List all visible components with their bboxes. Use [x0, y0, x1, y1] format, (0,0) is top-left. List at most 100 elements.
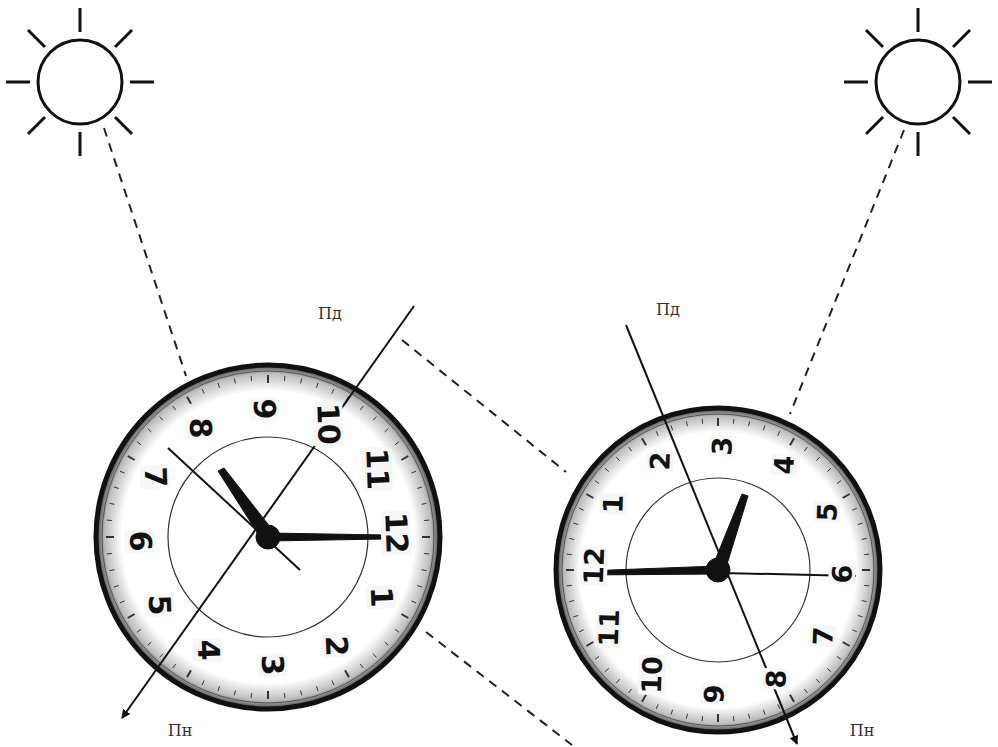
minute-tick [852, 508, 857, 510]
minute-tick [114, 487, 119, 489]
minute-tick [827, 668, 831, 671]
minute-tick [569, 601, 574, 602]
minute-tick [411, 471, 416, 473]
minute-tick [284, 376, 286, 381]
minute-tick [569, 538, 574, 539]
minute-tick [702, 716, 704, 721]
minute-tick [120, 471, 125, 473]
minute-tick [573, 615, 578, 617]
minute-tick [422, 503, 427, 504]
minute-tick [317, 686, 319, 691]
minute-tick [120, 601, 125, 603]
minute-tick [401, 614, 408, 618]
minute-tick [251, 693, 253, 698]
minute-tick [251, 376, 253, 381]
minute-tick [107, 520, 112, 522]
minute-tick [360, 664, 363, 668]
minute-tick [864, 554, 869, 556]
minute-tick [110, 503, 115, 504]
minute-tick [827, 468, 831, 471]
minute-tick [778, 431, 780, 436]
minute-tick [234, 691, 235, 696]
minute-tick [595, 656, 599, 659]
minute-tick [586, 642, 593, 646]
tick-ring [566, 418, 870, 722]
minute-tick [267, 375, 269, 383]
minute-tick [411, 601, 416, 603]
minute-tick [778, 704, 780, 709]
watch-hands [584, 494, 856, 582]
minute-tick [202, 680, 204, 685]
minute-tick [114, 586, 119, 588]
minute-tick [616, 679, 619, 683]
dial-numeral: 3 [708, 435, 736, 457]
minute-tick [187, 670, 191, 677]
minute-tick [332, 389, 334, 394]
minute-tick [816, 457, 819, 461]
minute-tick [417, 586, 422, 588]
minute-tick [843, 494, 850, 498]
dial-numeral: 10 [312, 402, 344, 447]
minute-tick [317, 383, 319, 388]
minute-tick [749, 714, 750, 719]
dial-numeral: 7 [140, 465, 171, 489]
minute-tick [187, 397, 191, 404]
minute-tick [671, 710, 673, 715]
dial-numeral: 9 [700, 683, 728, 705]
minute-tick [733, 419, 735, 424]
minute-tick [137, 442, 141, 445]
minute-tick [852, 630, 857, 632]
minute-tick [424, 520, 429, 522]
minute-tick [234, 379, 235, 384]
minute-tick [137, 629, 141, 632]
watch-hands [168, 448, 386, 570]
minute-tick [107, 553, 112, 555]
minute-tick [733, 716, 735, 721]
minute-tick [763, 425, 765, 430]
direction-label: Пд [656, 302, 680, 318]
minute-tick [717, 418, 719, 426]
dial-numeral: 12 [380, 510, 412, 555]
minute-tick [301, 379, 302, 384]
minute-tick [566, 569, 574, 571]
minute-tick [579, 630, 584, 632]
dial-numeral: 6 [828, 563, 856, 585]
minute-tick [422, 570, 427, 571]
minute-tick [332, 680, 334, 685]
minute-tick [395, 442, 399, 445]
minute-tick [385, 429, 389, 432]
minute-tick [858, 523, 863, 525]
minute-tick [579, 508, 584, 510]
direction-label: Пн [850, 723, 875, 739]
dial-numeral: 9 [248, 397, 279, 421]
dial-numeral: 12 [580, 545, 608, 585]
minute-tick [395, 629, 399, 632]
minute-tick [671, 425, 673, 430]
minute-tick [385, 642, 389, 645]
minute-tick [160, 654, 163, 658]
minute-tick [173, 406, 176, 410]
minute-tick [301, 691, 302, 696]
minute-tick [790, 438, 794, 445]
minute-tick [804, 689, 807, 693]
minute-tick [586, 494, 593, 498]
minute-tick [763, 710, 765, 715]
dial-numeral: 1 [366, 585, 397, 609]
dial-numeral: 11 [594, 608, 622, 648]
minute-tick [864, 585, 869, 587]
minute-tick [843, 642, 850, 646]
minute-tick [605, 668, 609, 671]
minute-tick [862, 601, 867, 602]
minute-tick [284, 693, 286, 698]
meridian-arrow [122, 306, 414, 718]
tick-ring [106, 375, 430, 699]
minute-tick [148, 429, 152, 432]
watch-left [96, 365, 440, 709]
dial-numeral: 6 [125, 529, 156, 553]
minute-tick [629, 689, 632, 693]
dial-numeral: 5 [814, 501, 842, 523]
minute-tick [373, 417, 376, 421]
dial-numeral: 4 [770, 454, 798, 476]
minute-tick [573, 523, 578, 525]
minute-tick [656, 431, 658, 436]
